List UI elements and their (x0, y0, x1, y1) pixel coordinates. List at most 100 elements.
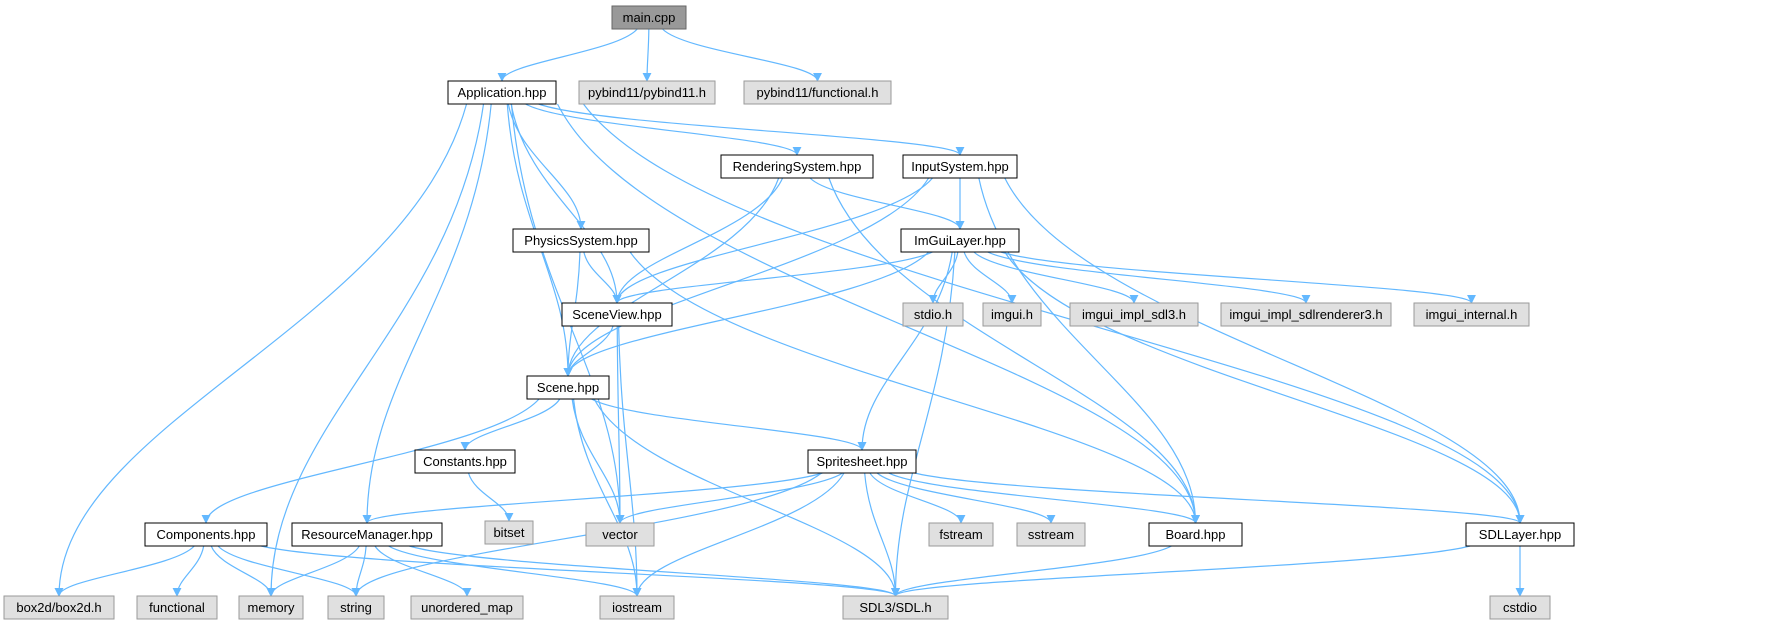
edge-scene_view-to-iostream (618, 325, 642, 597)
edge-imgui_layer-to-sdl_layer (1004, 251, 1525, 524)
node-label-cstdio: cstdio (1503, 600, 1537, 615)
node-label-vector: vector (602, 527, 638, 542)
edge-input-to-sdl_layer (1004, 177, 1525, 524)
node-spritesheet[interactable]: Spritesheet.hpp (807, 449, 917, 474)
node-pybind11_functional: pybind11/functional.h (743, 80, 892, 105)
node-sdl_layer[interactable]: SDLLayer.hpp (1465, 522, 1575, 547)
edge-application-to-sdl_layer (582, 103, 1525, 524)
node-box-sdl_layer (1465, 522, 1575, 547)
node-box-components (144, 522, 268, 547)
node-cstdio: cstdio (1489, 595, 1551, 620)
node-label-components: Components.hpp (156, 527, 255, 542)
node-resource_manager[interactable]: ResourceManager.hpp (291, 522, 443, 547)
node-label-memory: memory (248, 600, 295, 615)
node-fstream: fstream (928, 522, 994, 547)
edge-main-to-pybind11_functional (662, 28, 822, 82)
node-imgui_impl_sdl3: imgui_impl_sdl3.h (1069, 302, 1199, 327)
edge-application-to-input (538, 103, 965, 156)
edge-scene_view-to-scene (563, 325, 614, 377)
node-string: string (327, 595, 385, 620)
edge-imgui_layer-to-imgui_impl_sdl3 (973, 251, 1139, 304)
node-label-input: InputSystem.hpp (911, 159, 1009, 174)
node-box-sdl (842, 595, 949, 620)
node-box-iostream (599, 595, 675, 620)
node-scene_view[interactable]: SceneView.hpp (561, 302, 673, 327)
node-components[interactable]: Components.hpp (144, 522, 268, 547)
edge-resource_manager-to-string (351, 545, 367, 597)
edge-resource_manager-to-memory (266, 545, 360, 597)
node-box-board (1148, 522, 1243, 547)
node-main[interactable]: main.cpp (611, 5, 687, 30)
edge-application-to-scene_view (510, 103, 622, 304)
node-stdio: stdio.h (902, 302, 964, 327)
node-label-constants: Constants.hpp (423, 454, 507, 469)
edge-input-to-scene_view (612, 177, 934, 304)
node-constants[interactable]: Constants.hpp (414, 449, 516, 474)
edge-imgui_layer-to-spritesheet (857, 251, 953, 451)
edge-main-to-pybind11 (642, 28, 652, 82)
node-physics[interactable]: PhysicsSystem.hpp (512, 228, 650, 253)
edge-spritesheet-to-iostream (632, 472, 845, 597)
edge-spritesheet-to-sdl_layer (914, 472, 1525, 524)
node-label-bitset: bitset (493, 525, 524, 540)
edge-components-to-sdl (261, 545, 900, 597)
node-box2d: box2d/box2d.h (3, 595, 115, 620)
node-box-imgui_layer (900, 228, 1020, 253)
node-pybind11: pybind11/pybind11.h (578, 80, 716, 105)
node-box-imgui_impl_sdlrenderer3 (1220, 302, 1392, 327)
node-box-pybind11_functional (743, 80, 892, 105)
node-label-functional: functional (149, 600, 205, 615)
edge-main-to-application (497, 28, 638, 82)
node-application[interactable]: Application.hpp (447, 80, 557, 105)
node-box-vector (585, 522, 655, 547)
node-box-physics (512, 228, 650, 253)
node-box-string (327, 595, 385, 620)
node-label-imgui_layer: ImGuiLayer.hpp (914, 233, 1006, 248)
edge-physics-to-scene_view (583, 251, 622, 304)
node-label-pybind11: pybind11/pybind11.h (588, 85, 706, 100)
node-rendering[interactable]: RenderingSystem.hpp (720, 154, 874, 179)
edge-imgui_layer-to-imgui (963, 251, 1017, 304)
node-bitset: bitset (484, 520, 534, 545)
node-label-application: Application.hpp (458, 85, 547, 100)
node-imgui_layer[interactable]: ImGuiLayer.hpp (900, 228, 1020, 253)
node-label-scene: Scene.hpp (537, 380, 599, 395)
node-label-fstream: fstream (939, 527, 982, 542)
edge-sdl_layer-to-sdl (891, 545, 1471, 597)
edge-application-to-box2d (54, 103, 468, 597)
edge-spritesheet-to-vector (615, 472, 843, 524)
edge-imgui_layer-to-scene (563, 251, 930, 377)
edge-imgui_layer-to-scene_view (612, 251, 933, 304)
node-box-memory (238, 595, 304, 620)
node-box-sstream (1016, 522, 1086, 547)
node-box-cstdio (1489, 595, 1551, 620)
node-box-scene_view (561, 302, 673, 327)
edge-imgui_layer-to-imgui_impl_sdlrenderer3 (987, 251, 1311, 304)
node-label-iostream: iostream (612, 600, 662, 615)
edge-rendering-to-board (828, 177, 1200, 524)
edge-resource_manager-to-sdl (409, 545, 900, 597)
edge-components-to-functional (172, 545, 205, 597)
edge-spritesheet-to-board (888, 472, 1200, 524)
node-board[interactable]: Board.hpp (1148, 522, 1243, 547)
edge-spritesheet-to-string (351, 472, 822, 597)
node-iostream: iostream (599, 595, 675, 620)
node-label-resource_manager: ResourceManager.hpp (301, 527, 433, 542)
edge-imgui_layer-to-stdio (928, 251, 959, 304)
edge-application-to-board (556, 103, 1200, 524)
node-label-main: main.cpp (623, 10, 676, 25)
node-imgui_impl_sdlrenderer3: imgui_impl_sdlrenderer3.h (1220, 302, 1392, 327)
edge-spritesheet-to-sdl (864, 472, 900, 597)
node-box-scene (526, 375, 610, 400)
edge-constants-to-bitset (467, 472, 514, 522)
node-imgui_internal: imgui_internal.h (1413, 302, 1530, 327)
edge-physics-to-board (629, 251, 1200, 524)
node-scene[interactable]: Scene.hpp (526, 375, 610, 400)
edge-resource_manager-to-unordered_map (374, 545, 472, 597)
edge-board-to-sdl (891, 545, 1172, 597)
edge-input-to-scene (563, 177, 930, 377)
node-input[interactable]: InputSystem.hpp (902, 154, 1018, 179)
node-box-rendering (720, 154, 874, 179)
